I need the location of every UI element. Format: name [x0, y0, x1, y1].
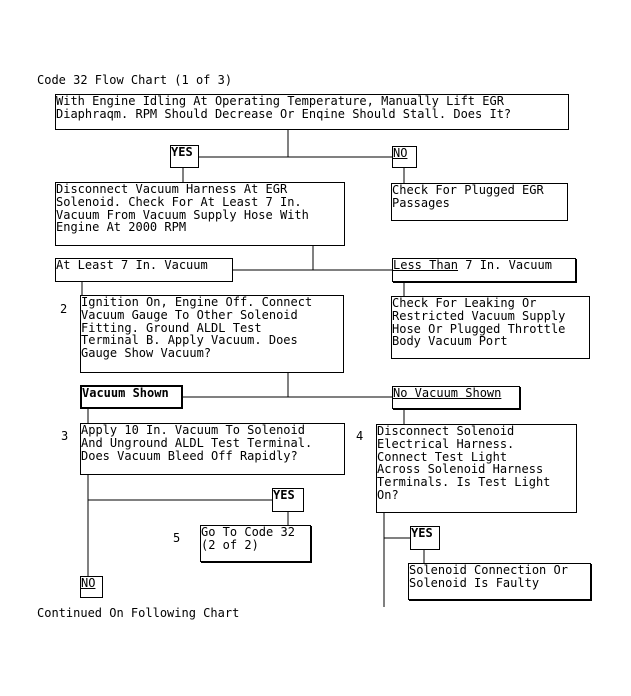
- chart-title: Code 32 Flow Chart (1 of 3): [37, 73, 233, 87]
- action-text: Check For Plugged EGR Passages: [392, 183, 544, 210]
- no-label-1: NO: [392, 146, 417, 168]
- yes-label-1: YES: [170, 145, 199, 168]
- no-label-2: NO: [80, 576, 103, 598]
- branch-text: Less Than 7 In. Vacuum: [393, 259, 575, 272]
- action-box-leaking-hose: Check For Leaking Or Restricted Vacuum S…: [391, 296, 590, 359]
- no-text: NO: [81, 576, 96, 590]
- step-text: Ignition On, Engine Off. Connect Vacuum …: [81, 295, 313, 361]
- yes-text: YES: [411, 526, 433, 540]
- footer-continued: Continued On Following Chart: [37, 606, 240, 620]
- step-number-5: 5: [173, 531, 181, 545]
- step-box-test-light: Disconnect Solenoid Electrical Harness. …: [376, 424, 577, 513]
- branch-text: No Vacuum Shown: [393, 386, 502, 400]
- yes-text: YES: [171, 145, 193, 159]
- action-box-solenoid-faulty: Solenoid Connection Or Solenoid Is Fault…: [408, 563, 591, 600]
- action-text: Solenoid Connection Or Solenoid Is Fault…: [409, 563, 568, 590]
- no-text: NO: [393, 146, 408, 160]
- branch-label-vacuum-shown: Vacuum Shown: [80, 385, 183, 409]
- step-box-lift-egr-diaphragm: With Engine Idling At Operating Temperat…: [55, 94, 569, 130]
- branch-text: At Least 7 In. Vacuum: [56, 258, 208, 272]
- step-text: Disconnect Vacuum Harness At EGR Solenoi…: [56, 182, 309, 235]
- step-number-4: 4: [356, 429, 364, 443]
- yes-label-2: YES: [272, 488, 304, 512]
- step-text: With Engine Idling At Operating Temperat…: [56, 94, 512, 121]
- step-box-bleed-off: Apply 10 In. Vacuum To Solenoid And Ungr…: [80, 423, 345, 475]
- branch-label-less-than-7in: Less Than 7 In. Vacuum: [392, 258, 576, 282]
- step-text: Apply 10 In. Vacuum To Solenoid And Ungr…: [81, 423, 313, 463]
- step-number-2: 2: [60, 302, 68, 316]
- step-box-gauge-vacuum: Ignition On, Engine Off. Connect Vacuum …: [80, 295, 344, 373]
- less-than-rest: 7 In. Vacuum: [458, 258, 552, 272]
- action-text: Check For Leaking Or Restricted Vacuum S…: [392, 296, 566, 349]
- yes-text: YES: [273, 488, 295, 502]
- branch-label-no-vacuum-shown: No Vacuum Shown: [392, 386, 520, 409]
- step-box-check-vacuum-supply: Disconnect Vacuum Harness At EGR Solenoi…: [55, 182, 345, 246]
- action-box-plugged-egr: Check For Plugged EGR Passages: [391, 183, 568, 221]
- branch-label-at-least-7in: At Least 7 In. Vacuum: [55, 258, 233, 282]
- branch-text: Vacuum Shown: [82, 386, 169, 400]
- step-number-3: 3: [61, 429, 69, 443]
- step-box-go-to-code-32: Go To Code 32 (2 of 2): [200, 525, 311, 562]
- yes-label-3: YES: [410, 526, 440, 550]
- step-text: Disconnect Solenoid Electrical Harness. …: [377, 424, 551, 502]
- step-text: Go To Code 32 (2 of 2): [201, 525, 295, 552]
- less-than-underlined: Less Than: [393, 258, 459, 272]
